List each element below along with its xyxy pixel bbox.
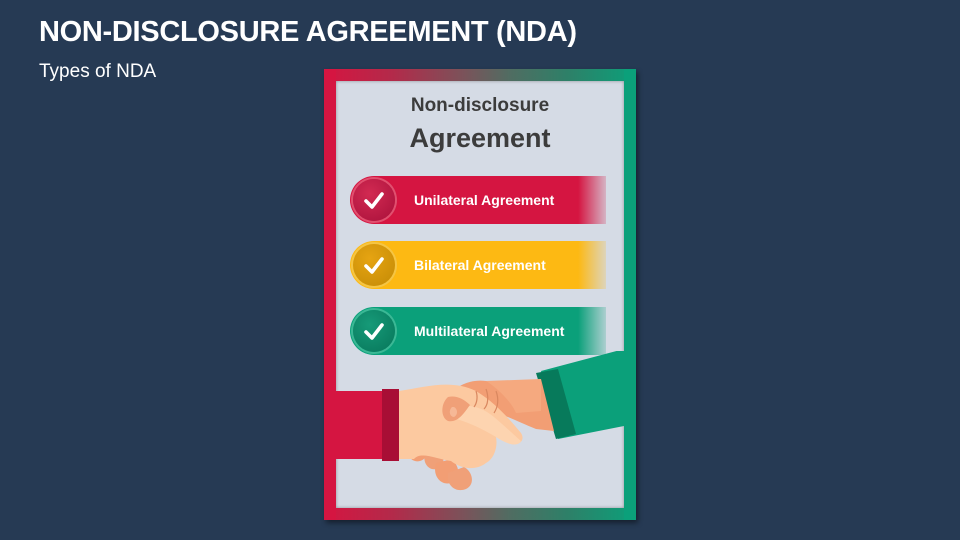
item-label: Unilateral Agreement [414, 192, 555, 208]
item-bar [374, 307, 606, 355]
checkmark-icon [353, 244, 395, 286]
frame-right-edge [624, 69, 636, 520]
card-heading-line2: Agreement [409, 123, 551, 153]
checkmark-icon [353, 179, 395, 221]
nda-card-frame: Non-disclosure Agreement Unilateral Agre… [324, 69, 636, 520]
frame-left-edge [324, 69, 336, 520]
item-bar [374, 176, 606, 224]
item-bar [374, 241, 606, 289]
list-item-multilateral: Multilateral Agreement [350, 307, 606, 355]
slide-title: NON-DISCLOSURE AGREEMENT (NDA) [39, 16, 577, 48]
nda-card-panel: Non-disclosure Agreement Unilateral Agre… [336, 81, 624, 508]
slide-subtitle: Types of NDA [39, 61, 157, 82]
list-item-bilateral: Bilateral Agreement [350, 241, 606, 289]
handshake-icon [336, 351, 624, 491]
list-item-unilateral: Unilateral Agreement [350, 176, 606, 224]
item-label: Multilateral Agreement [414, 323, 565, 339]
checkmark-icon [353, 310, 395, 352]
item-label: Bilateral Agreement [414, 257, 546, 273]
card-heading-line1: Non-disclosure [410, 95, 550, 116]
